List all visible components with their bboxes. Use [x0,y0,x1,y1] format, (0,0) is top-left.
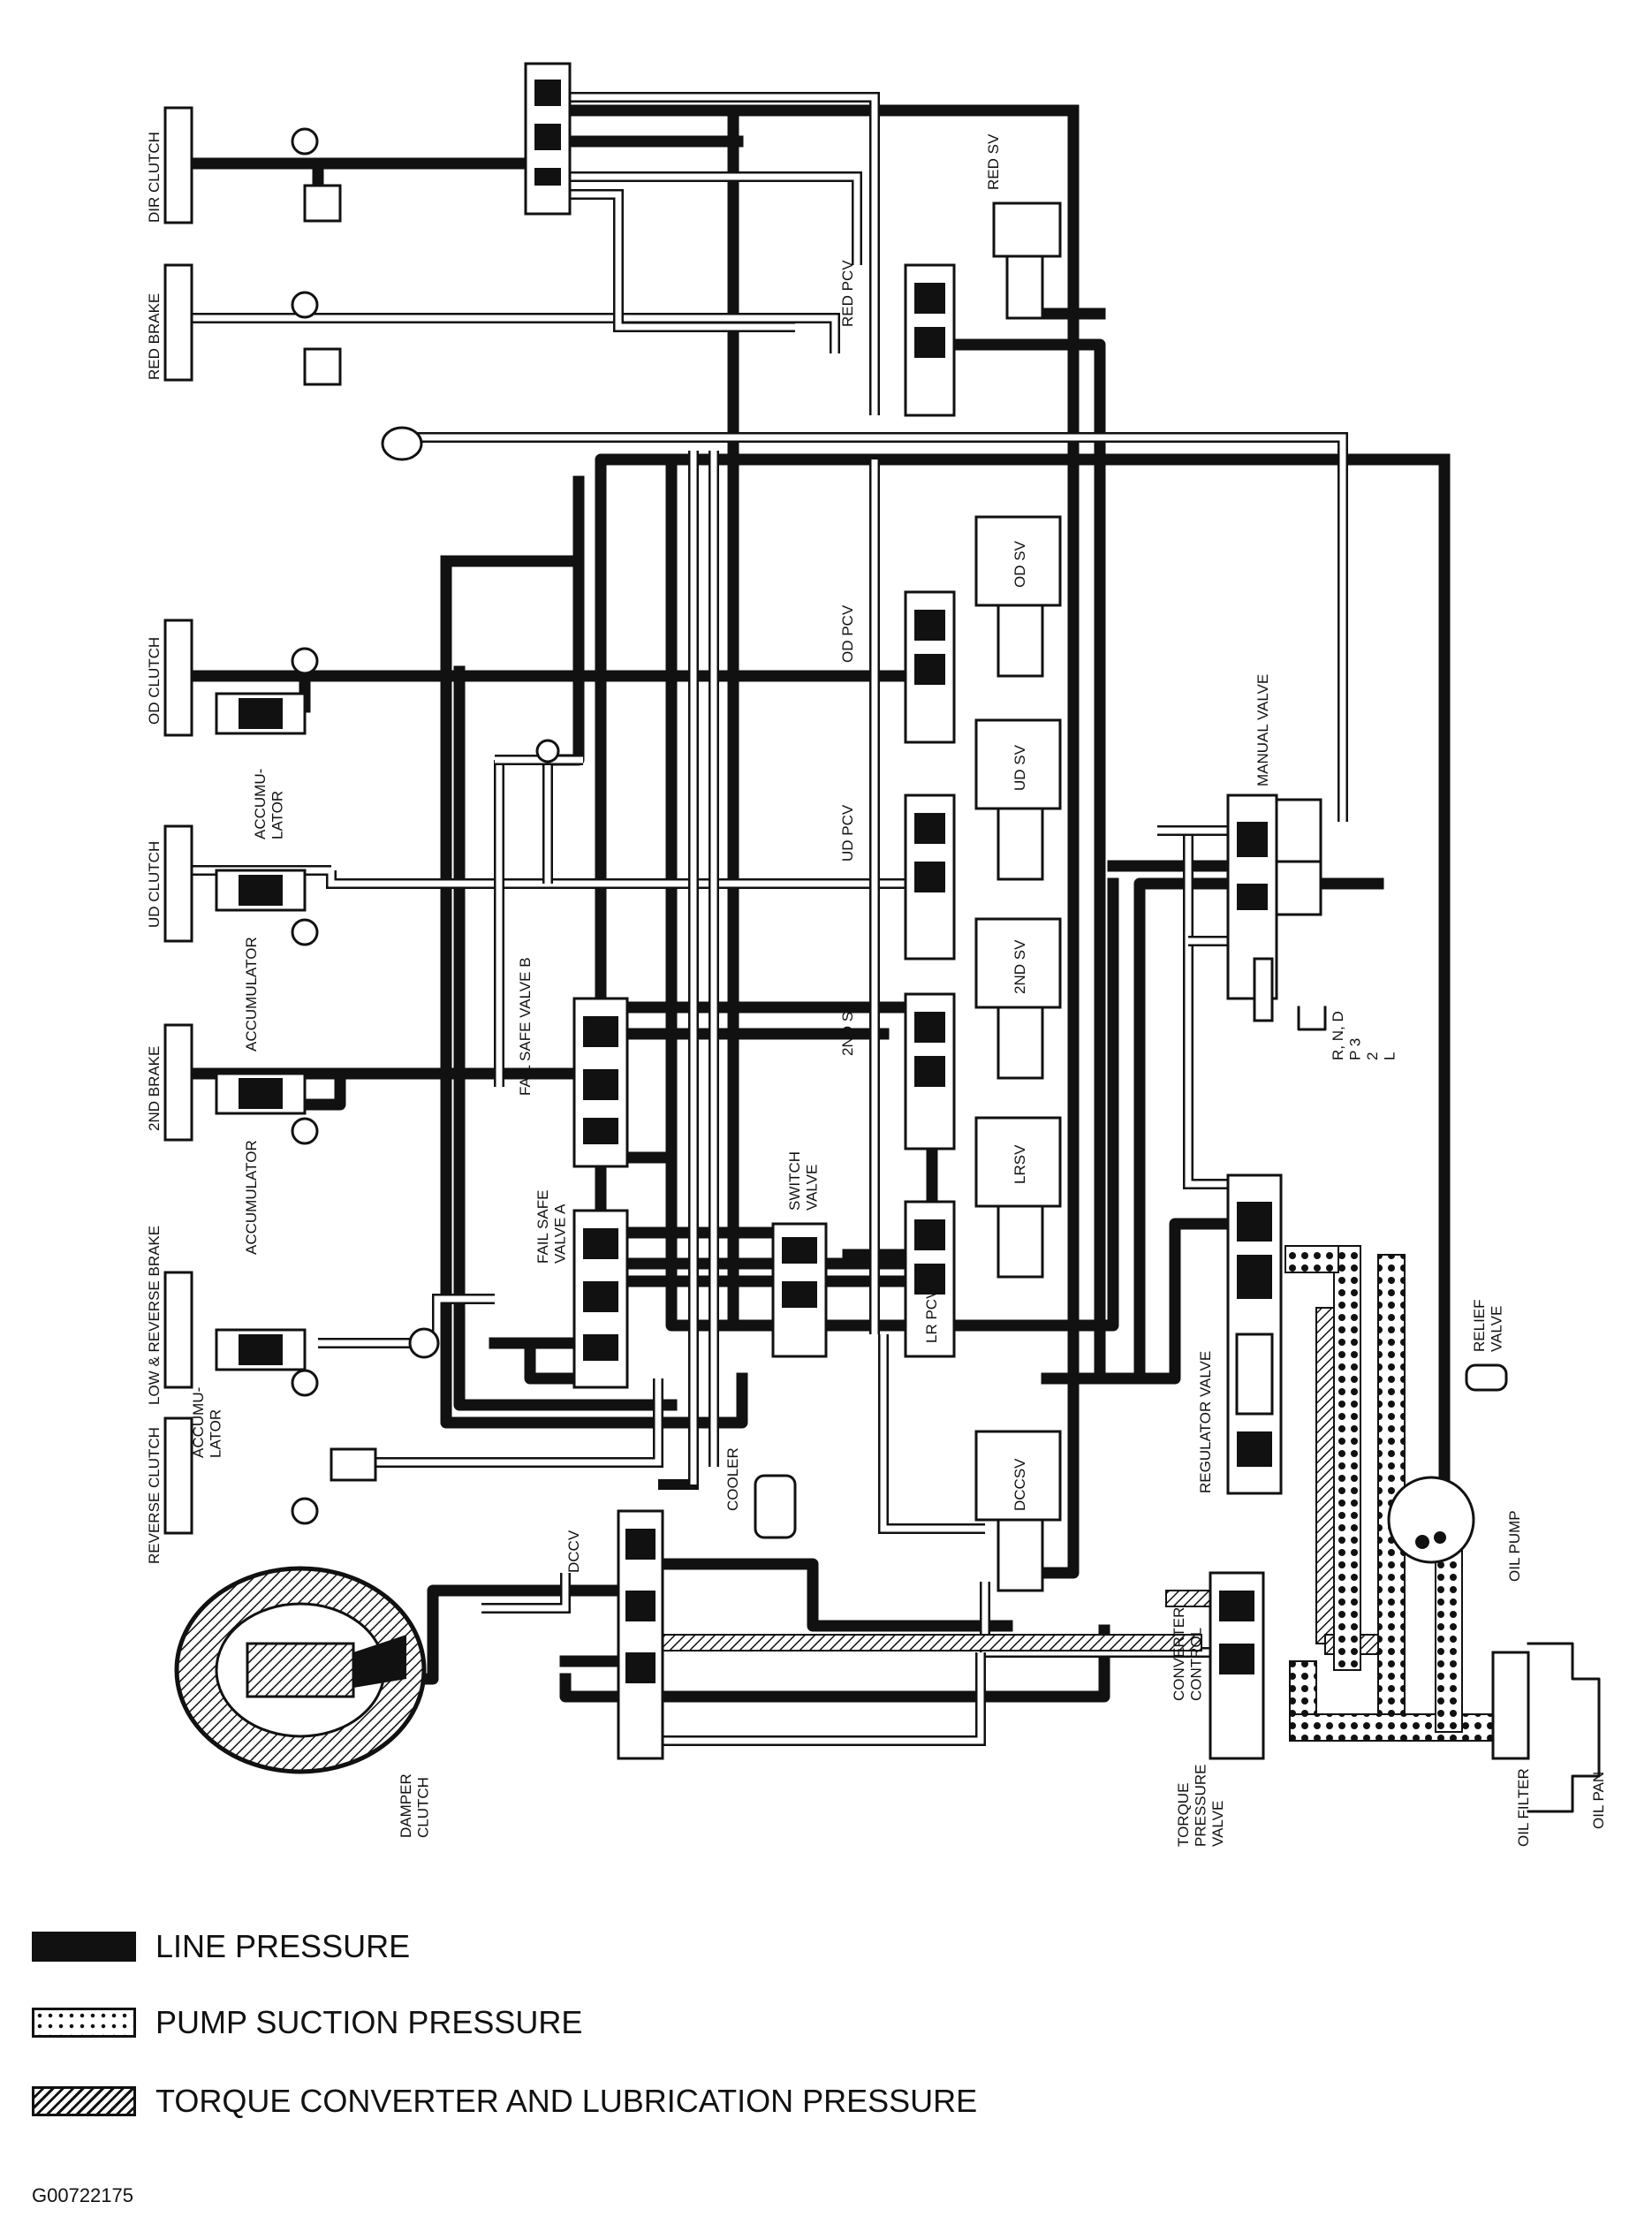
converter-lube-routes [653,1307,1388,1655]
label-ud-sv: UD SV [1012,744,1028,791]
label-ud-pcv: UD PCV [839,804,856,862]
dir-clutch-damper-icon [303,184,342,223]
2nd-gauge-icon [291,1117,319,1145]
ud-gauge-icon [291,918,319,946]
check-ball-icon [381,426,423,461]
legend-pump-suction-label: PUMP SUCTION PRESSURE [155,2004,583,2040]
label-reverse-clutch: REVERSE CLUTCH [146,1427,163,1564]
dir-clutch-block [163,106,193,224]
label-lr-pcv: LR PCV [923,1288,940,1343]
legend-pump-suction: PUMP SUCTION PRESSURE [32,2004,582,2041]
legend-line-pressure-label: LINE PRESSURE [155,1928,411,1964]
shift-lever-icon [1297,1006,1327,1031]
od-clutch-block [163,619,193,737]
pump-suction-swatch [32,2008,136,2038]
oil-pan-icon [1527,1642,1601,1813]
relief-valve [1465,1363,1508,1392]
label-low-reverse-brake: LOW & REVERSE BRAKE [146,1226,163,1405]
label-oil-pump: OIL PUMP [1506,1510,1523,1582]
label-fail-safe-a: FAIL SAFEVALVE A [534,1190,569,1264]
red-sv-box [992,201,1062,258]
red-brake-damper-icon [303,347,342,386]
legend-converter-lube: TORQUE CONVERTER AND LUBRICATION PRESSUR… [32,2083,977,2120]
label-lrsv: LRSV [1012,1144,1028,1184]
label-oil-filter: OIL FILTER [1515,1768,1532,1847]
red-gauge-icon [291,291,319,319]
dccsv-box [974,1430,1062,1522]
label-accumulator-od: ACCUMU-LATOR [252,769,286,839]
ud-sv-box [974,718,1062,810]
reverse-accumulator-icon [330,1447,377,1482]
2nd-brake-block [163,1023,193,1142]
label-od-sv: OD SV [1012,540,1028,588]
label-converter-control: CONVERTERCONTROL [1171,1607,1205,1701]
label-red-brake: RED BRAKE [146,293,163,380]
cooler-icon [754,1474,797,1539]
2nd-sv-box [974,917,1062,1009]
torque-converter [174,1566,427,1774]
label-damper-clutch: DAMPERCLUTCH [398,1773,432,1838]
clutch-blocks [163,106,193,1535]
label-dccv: DCCV [565,1530,582,1573]
dir-gauge-icon [291,127,319,156]
label-od-clutch: OD CLUTCH [146,637,163,725]
label-red-sv: RED SV [985,133,1002,190]
component-labels: DIR CLUTCH RED BRAKE OD CLUTCH UD CLUTCH… [146,132,1607,1847]
line-pressure-routes [175,104,1451,1703]
rev-gauge-icon [291,1497,319,1525]
label-switch-valve: SWITCHVALVE [786,1151,821,1211]
label-2nd-brake: 2ND BRAKE [146,1046,163,1131]
label-accumulator-ud: ACCUMULATOR [243,937,260,1052]
label-relief-valve: RELIEFVALVE [1471,1299,1505,1352]
label-fail-safe-b: FAIL SAFE VALVE B [517,957,534,1096]
accumulators [215,127,560,1525]
oil-pump [1387,1476,1475,1564]
label-2nd-sv: 2ND SV [839,1001,856,1056]
label-dir-clutch: DIR CLUTCH [146,132,163,223]
label-2nd-sv-box: 2ND SV [1012,939,1028,994]
oil-filter-pan [1491,1642,1601,1813]
label-torque-pressure-valve: TORQUEPRESSUREVALVE [1175,1764,1226,1847]
label-manual-valve: MANUAL VALVE [1254,674,1271,786]
lr-orifice-icon [408,1327,440,1359]
red-brake-block [163,263,193,382]
legend-converter-lube-label: TORQUE CONVERTER AND LUBRICATION PRESSUR… [155,2083,978,2119]
label-accumulator-rev: ACCUMU-LATOR [190,1387,224,1458]
reverse-clutch-block [163,1416,193,1535]
pump-suction-routes [1284,1245,1529,1742]
low-reverse-brake-block [163,1271,193,1389]
label-accumulator-2nd: ACCUMULATOR [243,1140,260,1255]
legend-line-pressure: LINE PRESSURE [32,1928,410,1965]
lrsv-box [974,1116,1062,1208]
label-oil-pan: OIL PAN [1590,1772,1607,1829]
lr-gauge-icon [291,1369,319,1397]
label-red-pcv: RED PCV [839,260,856,327]
od-sv-box [974,515,1062,607]
oil-filter-icon [1491,1651,1530,1760]
converter-lube-swatch [32,2086,136,2116]
fsb-orifice-icon [535,739,560,763]
thin-lines [181,92,1348,1746]
label-ud-clutch: UD CLUTCH [146,841,163,928]
od-gauge-icon [291,647,319,675]
figure-id: G00722175 [32,2184,133,2206]
ud-clutch-block [163,824,193,943]
line-pressure-swatch [32,1932,136,1962]
label-cooler: COOLER [724,1447,741,1511]
label-regulator-valve: REGULATOR VALVE [1197,1351,1214,1493]
label-dccsv: DCCSV [1012,1458,1028,1511]
valve-bodies [524,62,1508,1760]
label-od-pcv: OD PCV [839,604,856,663]
label-selector-positions: R, N, DP 32L [1330,1011,1398,1060]
